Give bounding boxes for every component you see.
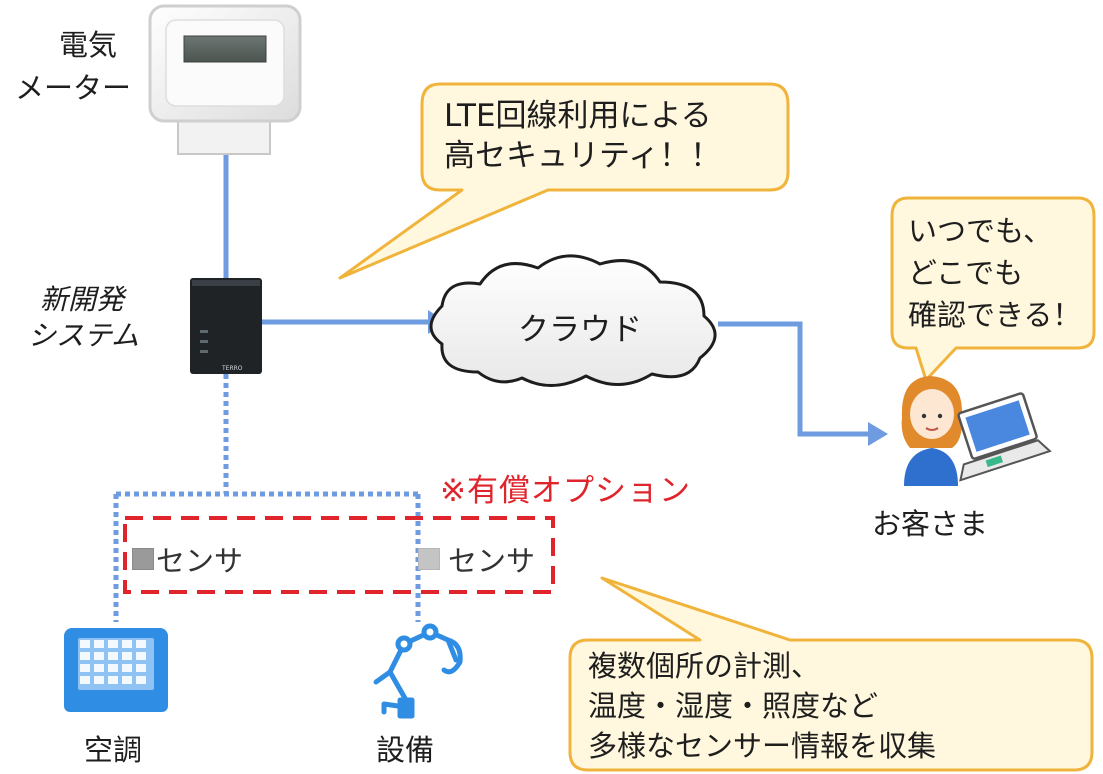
cloud-label: クラウド (518, 312, 642, 348)
arrow-to-customer (868, 422, 888, 446)
customer-illustration (901, 376, 1052, 486)
paid-option-note: ※有償オプション (440, 473, 691, 509)
sensors-callout: 複数個所の計測、 温度・湿度・照度など 多様なセンサー情報を収集 (588, 646, 936, 766)
sensors-bubble-shape (568, 576, 1094, 772)
solid-links (223, 150, 870, 437)
system-device: TERRO (190, 278, 262, 374)
meter-label: 電気 (48, 26, 128, 64)
customer-label: お客さま (872, 507, 989, 541)
lte-bubble-shape (338, 82, 790, 280)
anytime-callout-line-3: 確認できる！ (908, 298, 1082, 332)
cloud-to-customer-line (718, 321, 870, 437)
meter-label-line-2: メーター (15, 71, 132, 105)
electric-meter (148, 4, 302, 155)
lte-callout-line-1: LTE回線利用による (444, 98, 712, 134)
anytime-callout-line-2: どこでも (908, 256, 1024, 290)
paid-option-box (123, 516, 555, 594)
sensors-callout-line-1: 複数個所の計測、 (588, 649, 821, 683)
sensors-callout-line-2: 温度・湿度・照度など (588, 689, 879, 723)
sensor-right-label: センサ (448, 544, 536, 578)
sensor-right: センサ (418, 538, 535, 580)
meter-label-line-1: 電気 (58, 28, 117, 62)
cloud-shape (429, 254, 717, 388)
equipment-label: 設備 (376, 733, 435, 767)
anytime-bubble-shape (890, 196, 1096, 382)
sensor-right-icon (418, 548, 440, 570)
robot-arm-icon (373, 623, 463, 719)
lte-callout: LTE回線利用による 高セキュリティ！！ (444, 96, 721, 176)
system-label-line-2: システム (28, 319, 140, 352)
sensor-left-label: センサ (156, 544, 244, 578)
aircon-label: 空調 (84, 733, 143, 767)
anytime-callout-line-1: いつでも、 (908, 214, 1053, 248)
aircon-icon (64, 628, 168, 712)
lte-callout-line-2: 高セキュリティ！！ (444, 138, 722, 174)
sensors-callout-line-3: 多様なセンサー情報を収集 (588, 729, 937, 763)
sensor-left-icon (132, 548, 154, 570)
system-label-line-1: 新開発 (40, 283, 125, 316)
anytime-callout: いつでも、 どこでも 確認できる！ (908, 210, 1081, 336)
sensor-left: センサ (132, 538, 243, 580)
device-brand-text: TERRO (221, 365, 243, 372)
sensor-wiring (113, 374, 421, 622)
